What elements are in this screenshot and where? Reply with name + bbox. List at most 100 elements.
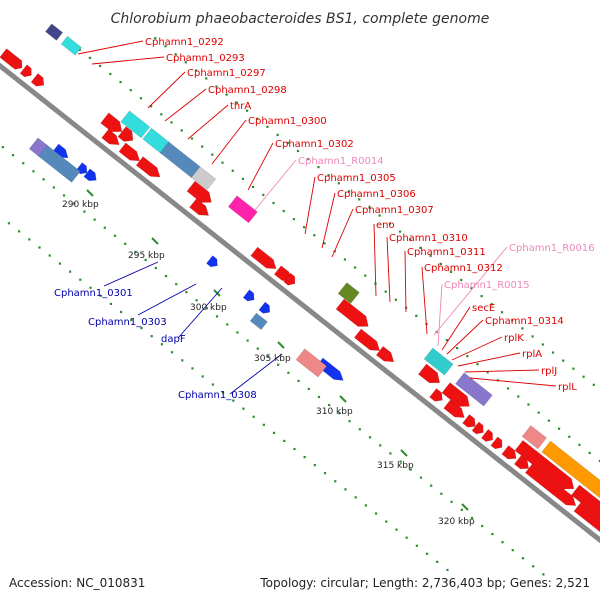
tick-dot bbox=[368, 436, 372, 439]
gene-label-Cphamn1_0292[interactable]: Cphamn1_0292 bbox=[145, 37, 224, 48]
backbone-line bbox=[0, 62, 600, 544]
tick-dot bbox=[180, 129, 183, 132]
gene-block bbox=[60, 35, 82, 56]
tick-dot bbox=[262, 423, 265, 426]
tick-dot bbox=[252, 185, 255, 188]
gene-label-Cphamn1_0300[interactable]: Cphamn1_0300 bbox=[248, 116, 327, 127]
tick-dot bbox=[364, 274, 367, 277]
gene-label-Cphamn1_R0016[interactable]: Cphamn1_R0016 bbox=[509, 243, 595, 254]
tick-dot bbox=[154, 266, 157, 270]
gene-label-Cphamn1_0308[interactable]: Cphamn1_0308 bbox=[178, 390, 257, 401]
gene-label-Cphamn1_R0014[interactable]: Cphamn1_R0014 bbox=[298, 156, 384, 167]
gene-label-Cphamn1_0302[interactable]: Cphamn1_0302 bbox=[275, 139, 354, 150]
gene-label-Cphamn1_0301[interactable]: Cphamn1_0301 bbox=[54, 288, 133, 299]
tick-dot bbox=[557, 427, 561, 430]
tick-dot bbox=[344, 488, 347, 491]
gene-label-rplA[interactable]: rplA bbox=[522, 349, 542, 360]
gene-label-rplK[interactable]: rplK bbox=[504, 333, 524, 344]
gene-block-cyan bbox=[120, 110, 151, 139]
tick-dot bbox=[113, 234, 117, 237]
tick-dot bbox=[144, 258, 147, 262]
gene-label-Cphamn1_0314[interactable]: Cphamn1_0314 bbox=[485, 316, 564, 327]
gene-arrow bbox=[83, 168, 97, 182]
leader-line bbox=[321, 192, 336, 249]
tick-dot bbox=[215, 315, 219, 318]
tick-dot bbox=[211, 153, 214, 156]
tick-dot bbox=[185, 291, 188, 294]
gene-label-Cphamn1_0293[interactable]: Cphamn1_0293 bbox=[166, 53, 245, 64]
gene-arrow bbox=[101, 128, 120, 146]
tick-dot bbox=[542, 573, 545, 576]
tick-dot bbox=[150, 105, 153, 108]
gene-label-Cphamn1_0297[interactable]: Cphamn1_0297 bbox=[187, 68, 266, 79]
gene-label-eno[interactable]: eno bbox=[376, 220, 395, 231]
tick-dot bbox=[429, 254, 432, 257]
reverse-gene-arrow bbox=[83, 168, 97, 182]
leader-line bbox=[103, 261, 159, 287]
tick-dot bbox=[334, 480, 337, 483]
forward-gene-arrow bbox=[101, 128, 120, 146]
gene-arrow bbox=[501, 445, 517, 460]
tick-dot bbox=[409, 238, 412, 241]
tick-dot bbox=[28, 238, 31, 241]
gene-label-Cphamn1_0298[interactable]: Cphamn1_0298 bbox=[208, 85, 287, 96]
tick-dot bbox=[436, 560, 439, 563]
tick-dot bbox=[286, 141, 289, 145]
tick-dot bbox=[130, 318, 133, 322]
tick-dot bbox=[245, 109, 249, 112]
gene-label-rplL[interactable]: rplL bbox=[558, 382, 577, 393]
genome-backbone bbox=[0, 62, 600, 544]
gene-label-Cphamn1_0307[interactable]: Cphamn1_0307 bbox=[355, 205, 434, 216]
tick-dot bbox=[398, 230, 402, 233]
tick-dot bbox=[466, 355, 469, 358]
gene-label-Cphamn1_0305[interactable]: Cphamn1_0305 bbox=[317, 173, 396, 184]
tick-dot bbox=[588, 451, 591, 455]
scale-label-290: 290 kbp bbox=[62, 200, 99, 210]
gene-block bbox=[249, 312, 268, 331]
tick-dot bbox=[221, 161, 224, 164]
forward-gene-arrow bbox=[441, 382, 470, 407]
scale-label-315: 315 kbp bbox=[377, 461, 414, 471]
tick-dot bbox=[170, 121, 173, 124]
gene-label-dapF[interactable]: dapF bbox=[161, 334, 186, 345]
tick-dot bbox=[99, 294, 102, 297]
tick-dot bbox=[282, 209, 285, 213]
tick-dot bbox=[395, 528, 398, 531]
leader-line bbox=[254, 159, 297, 211]
gene-arrow bbox=[573, 502, 600, 542]
tick-dot bbox=[191, 367, 194, 370]
gene-block bbox=[28, 137, 48, 157]
tick-dot bbox=[378, 214, 381, 217]
gene-block-cyan bbox=[423, 347, 454, 376]
gene-block-grey bbox=[191, 166, 217, 191]
tick-dot bbox=[582, 375, 585, 378]
gene-label-Cphamn1_0311[interactable]: Cphamn1_0311 bbox=[407, 247, 486, 258]
gene-label-Cphamn1_0312[interactable]: Cphamn1_0312 bbox=[424, 263, 503, 274]
gene-arrow bbox=[283, 272, 296, 286]
gene-label-Cphamn1_0306[interactable]: Cphamn1_0306 bbox=[337, 189, 416, 200]
tick-dot bbox=[89, 286, 92, 289]
forward-gene-arrow bbox=[135, 156, 161, 178]
gene-arrow bbox=[258, 301, 271, 314]
gene-label-Cphamn1_0310[interactable]: Cphamn1_0310 bbox=[389, 233, 468, 244]
tick-dot bbox=[303, 455, 306, 459]
tick-dot bbox=[292, 218, 296, 221]
gene-label-rplJ[interactable]: rplJ bbox=[541, 366, 557, 377]
gene-block bbox=[295, 348, 328, 378]
tick-dot bbox=[139, 97, 143, 100]
tick-dot bbox=[201, 145, 204, 148]
tick-dot bbox=[547, 419, 550, 422]
genome-summary-text: Topology: circular; Length: 2,736,403 bp… bbox=[259, 576, 590, 590]
tick-dot bbox=[531, 335, 534, 338]
gene-block-orange bbox=[541, 440, 600, 571]
tick-dot bbox=[511, 549, 514, 552]
gene-label-Cphamn1_0303[interactable]: Cphamn1_0303 bbox=[88, 317, 167, 328]
gene-label-Cphamn1_R0015[interactable]: Cphamn1_R0015 bbox=[444, 280, 530, 291]
gene-label-thrA[interactable]: thrA bbox=[230, 101, 251, 112]
tick-dot bbox=[572, 367, 575, 370]
gene-arrow bbox=[10, 56, 23, 70]
gene-arrow bbox=[443, 399, 465, 418]
tick-dot bbox=[236, 331, 239, 334]
gene-label-secE[interactable]: secE bbox=[472, 303, 495, 314]
tick-dot bbox=[79, 278, 82, 281]
